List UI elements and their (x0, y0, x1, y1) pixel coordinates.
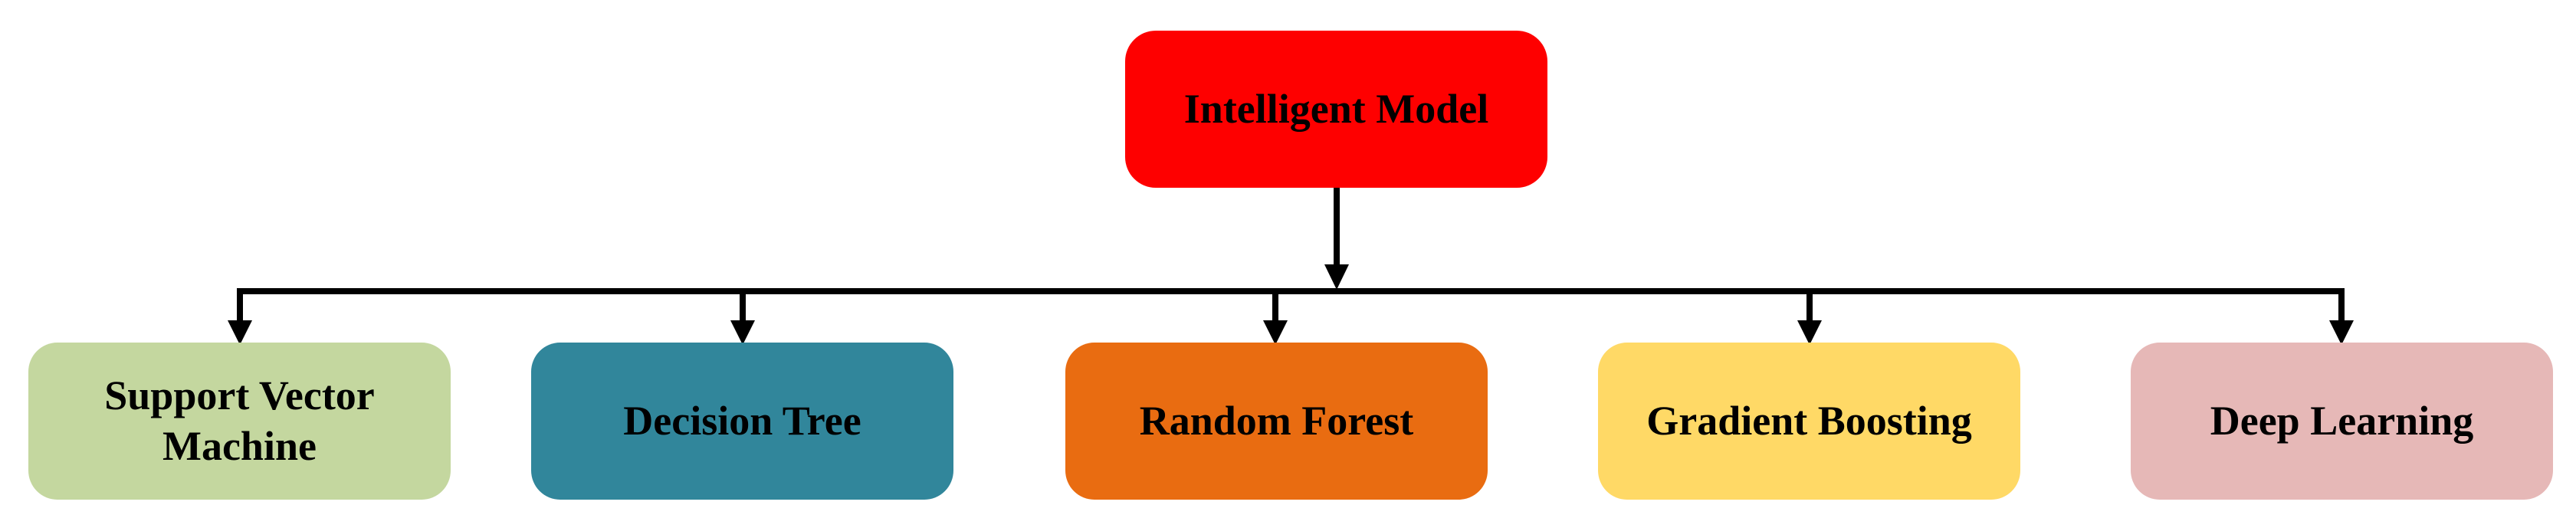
root-node-label: Intelligent Model (1183, 85, 1489, 132)
child-node-decision-tree: Decision Tree (531, 343, 953, 500)
arrowhead-gradient-boosting (1797, 320, 1822, 345)
child-node-deep-learning: Deep Learning (2131, 343, 2553, 500)
arrowhead-random-forest (1263, 320, 1288, 345)
arrowhead-svm (228, 320, 252, 345)
child-node-label: Random Forest (1139, 397, 1414, 444)
arrowhead-deep-learning (2329, 320, 2354, 345)
child-node-support-vector-machine: Support Vector Machine (28, 343, 451, 500)
root-down-arrowhead (1324, 264, 1349, 290)
arrowhead-decision-tree (730, 320, 755, 345)
child-node-gradient-boosting: Gradient Boosting (1598, 343, 2020, 500)
child-node-label: Deep Learning (2210, 397, 2474, 444)
child-node-label: Decision Tree (623, 397, 861, 444)
child-node-random-forest: Random Forest (1065, 343, 1488, 500)
child-node-label: Support Vector Machine (104, 372, 375, 469)
root-node-intelligent-model: Intelligent Model (1125, 31, 1547, 188)
child-node-label: Gradient Boosting (1646, 397, 1972, 444)
